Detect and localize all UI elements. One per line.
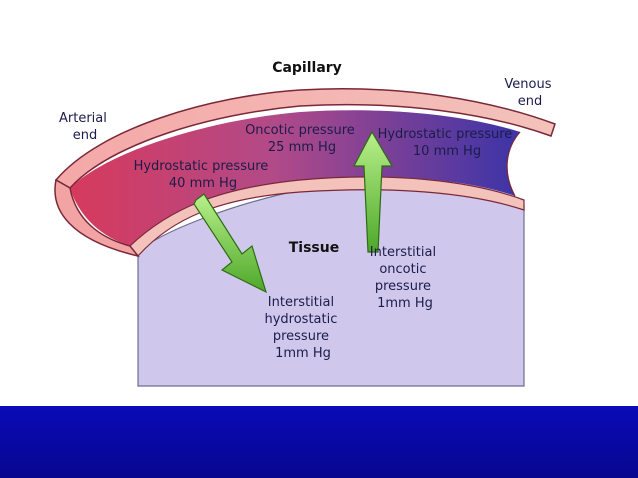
arterial-end-label: Arterial end	[59, 111, 111, 143]
hydrostatic-pressure-arterial-label: Hydrostatic pressure 40 mm Hg	[134, 159, 273, 191]
interstitial-oncotic-label: Interstitial oncotic pressure 1mm Hg	[370, 245, 440, 311]
interstitial-hydrostatic-label: Interstitial hydrostatic pressure 1mm Hg	[264, 295, 341, 361]
footer-band	[0, 406, 638, 478]
hydrostatic-arrow-down	[193, 193, 267, 294]
tissue-label: Tissue	[289, 240, 339, 256]
oncotic-pressure-label: Oncotic pressure 25 mm Hg	[245, 123, 359, 155]
capillary-wall-lower	[129, 176, 525, 257]
hydrostatic-pressure-venous-label: Hydrostatic pressure 10 mm Hg	[378, 127, 517, 159]
capillary-wall-upper	[54, 88, 556, 189]
venous-end-opening	[506, 131, 521, 197]
arterial-end-cap	[54, 178, 140, 258]
venous-end-label: Venous end	[504, 77, 555, 109]
capillary-title: Capillary	[272, 60, 342, 76]
capillary-lumen	[70, 110, 520, 247]
oncotic-arrow-up	[353, 130, 394, 253]
